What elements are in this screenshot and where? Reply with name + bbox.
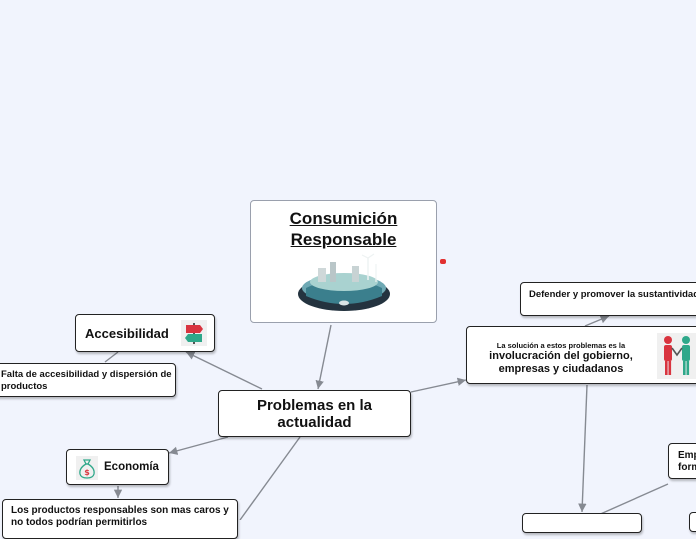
solucion-intro: La solución a estos problemas es la [496, 341, 626, 350]
defender-label: Defender y promover la sustantividad [529, 289, 696, 300]
svg-text:$: $ [84, 468, 90, 477]
central-topic-title: Consumición Responsable [289, 209, 398, 249]
main-topic-node[interactable]: Problemas en la actualidad [218, 390, 411, 437]
bottom-topic-node[interactable] [522, 513, 642, 533]
economia-detail: Los productos responsables son mas caros… [11, 505, 229, 528]
accesibilidad-node[interactable]: Accesibilidad [75, 314, 215, 352]
handshake-people-icon [657, 333, 696, 379]
edge-topic-node[interactable] [689, 512, 696, 532]
accesibilidad-label: Accesibilidad [85, 326, 169, 341]
defender-node[interactable]: Defender y promover la sustantividad [520, 282, 696, 316]
central-topic-node[interactable]: Consumición Responsable [250, 200, 437, 323]
accesibilidad-detail: Falta de accesibilidad y dispersión de p… [1, 369, 172, 392]
main-topic-label: Problemas en la actualidad [256, 397, 373, 431]
empresas-label: Empresas formales [678, 450, 696, 473]
economia-node[interactable]: $ Economía [66, 449, 169, 485]
solucion-main: involucración del gobierno, empresas y c… [489, 350, 633, 375]
solucion-node[interactable]: La solución a estos problemas es la invo… [466, 326, 696, 384]
empresas-node[interactable]: Empresas formales [668, 443, 696, 479]
accesibilidad-detail-node[interactable]: Falta de accesibilidad y dispersión de p… [0, 363, 176, 397]
sustainability-island-image [295, 252, 392, 316]
economia-detail-node[interactable]: Los productos responsables son mas caros… [2, 499, 238, 539]
money-bag-icon: $ [76, 456, 98, 480]
directions-sign-icon [181, 320, 207, 346]
economia-label: Economía [104, 461, 159, 473]
marker-dot [440, 259, 446, 264]
